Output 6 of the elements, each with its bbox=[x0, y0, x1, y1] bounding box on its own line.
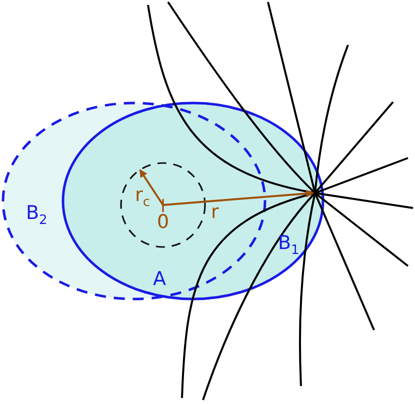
origin-label: 0 bbox=[157, 213, 170, 232]
radius-label: r bbox=[211, 203, 219, 222]
radius-label: r$_{c}$ bbox=[135, 186, 150, 209]
region-label: A bbox=[153, 270, 166, 289]
region-label: B$_{2}$ bbox=[26, 204, 48, 227]
region-label: B$_{1}$ bbox=[278, 234, 300, 257]
